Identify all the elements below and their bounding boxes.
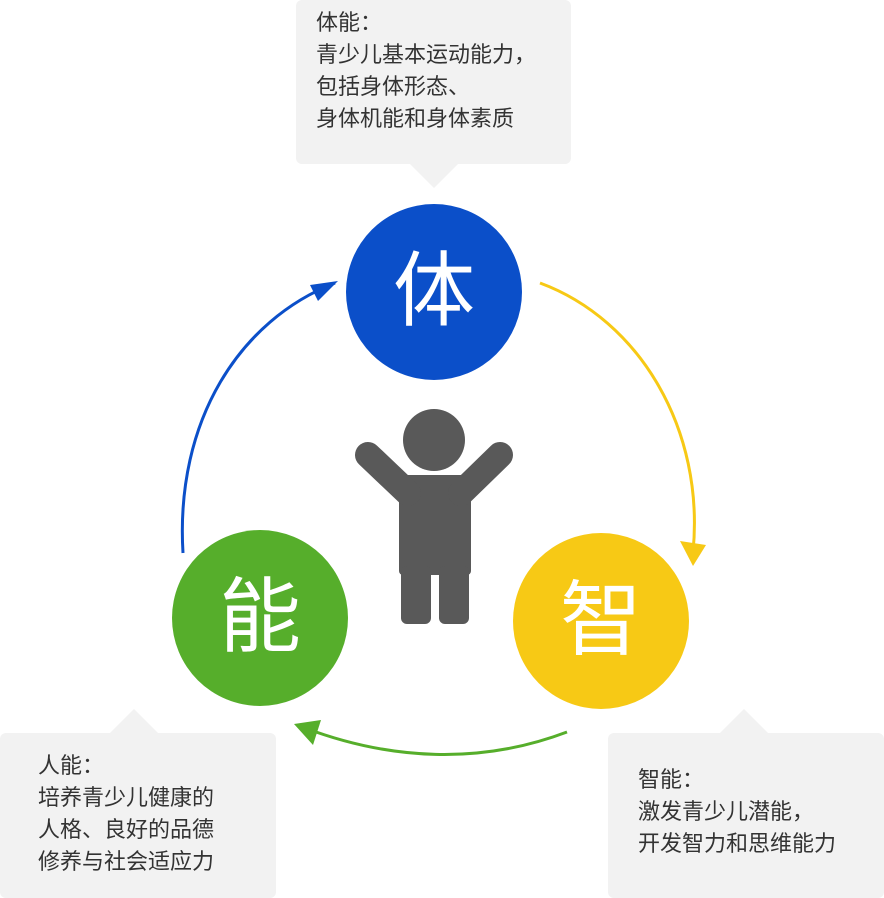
callout-energy-line: 培养青少儿健康的 bbox=[38, 786, 215, 811]
callout-intellect-line: 激发青少儿潜能， bbox=[638, 800, 815, 825]
callout-left-pointer bbox=[110, 709, 158, 733]
node-intellect-label: 智 bbox=[559, 573, 642, 668]
callout-right-pointer bbox=[720, 709, 768, 733]
arrow-head-green bbox=[294, 720, 321, 745]
callout-intellect: 智能： 激发青少儿潜能， 开发智力和思维能力 bbox=[608, 733, 884, 898]
callout-body: 体能： 青少儿基本运动能力， 包括身体形态、 身体机能和身体素质 bbox=[296, 0, 571, 164]
callout-intellect-line: 开发智力和思维能力 bbox=[638, 832, 837, 857]
callout-body-line: 包括身体形态、 bbox=[316, 75, 471, 100]
arrow-intellect-to-energy bbox=[304, 726, 568, 756]
callout-body-line: 青少儿基本运动能力， bbox=[316, 43, 537, 68]
node-body-label: 体 bbox=[392, 244, 475, 339]
node-body: 体 bbox=[346, 204, 522, 380]
node-intellect: 智 bbox=[513, 533, 689, 709]
callout-energy-line: 修养与社会适应力 bbox=[38, 850, 215, 875]
arrow-body-to-intellect bbox=[539, 281, 696, 553]
callout-body-title: 体能： bbox=[316, 11, 383, 36]
callout-energy-title: 人能： bbox=[38, 754, 105, 779]
node-energy: 能 bbox=[172, 530, 348, 706]
node-energy-label: 能 bbox=[218, 570, 301, 665]
callout-intellect-title: 智能： bbox=[638, 768, 705, 793]
callout-energy: 人能： 培养青少儿健康的 人格、良好的品德 修养与社会适应力 bbox=[0, 733, 276, 898]
arrow-head-yellow bbox=[680, 541, 706, 566]
arrow-energy-to-body bbox=[180, 281, 336, 554]
callout-top-pointer bbox=[410, 164, 458, 188]
callout-energy-line: 人格、良好的品德 bbox=[38, 818, 215, 843]
callout-body-line: 身体机能和身体素质 bbox=[316, 107, 515, 132]
arrow-head-blue bbox=[310, 281, 338, 301]
